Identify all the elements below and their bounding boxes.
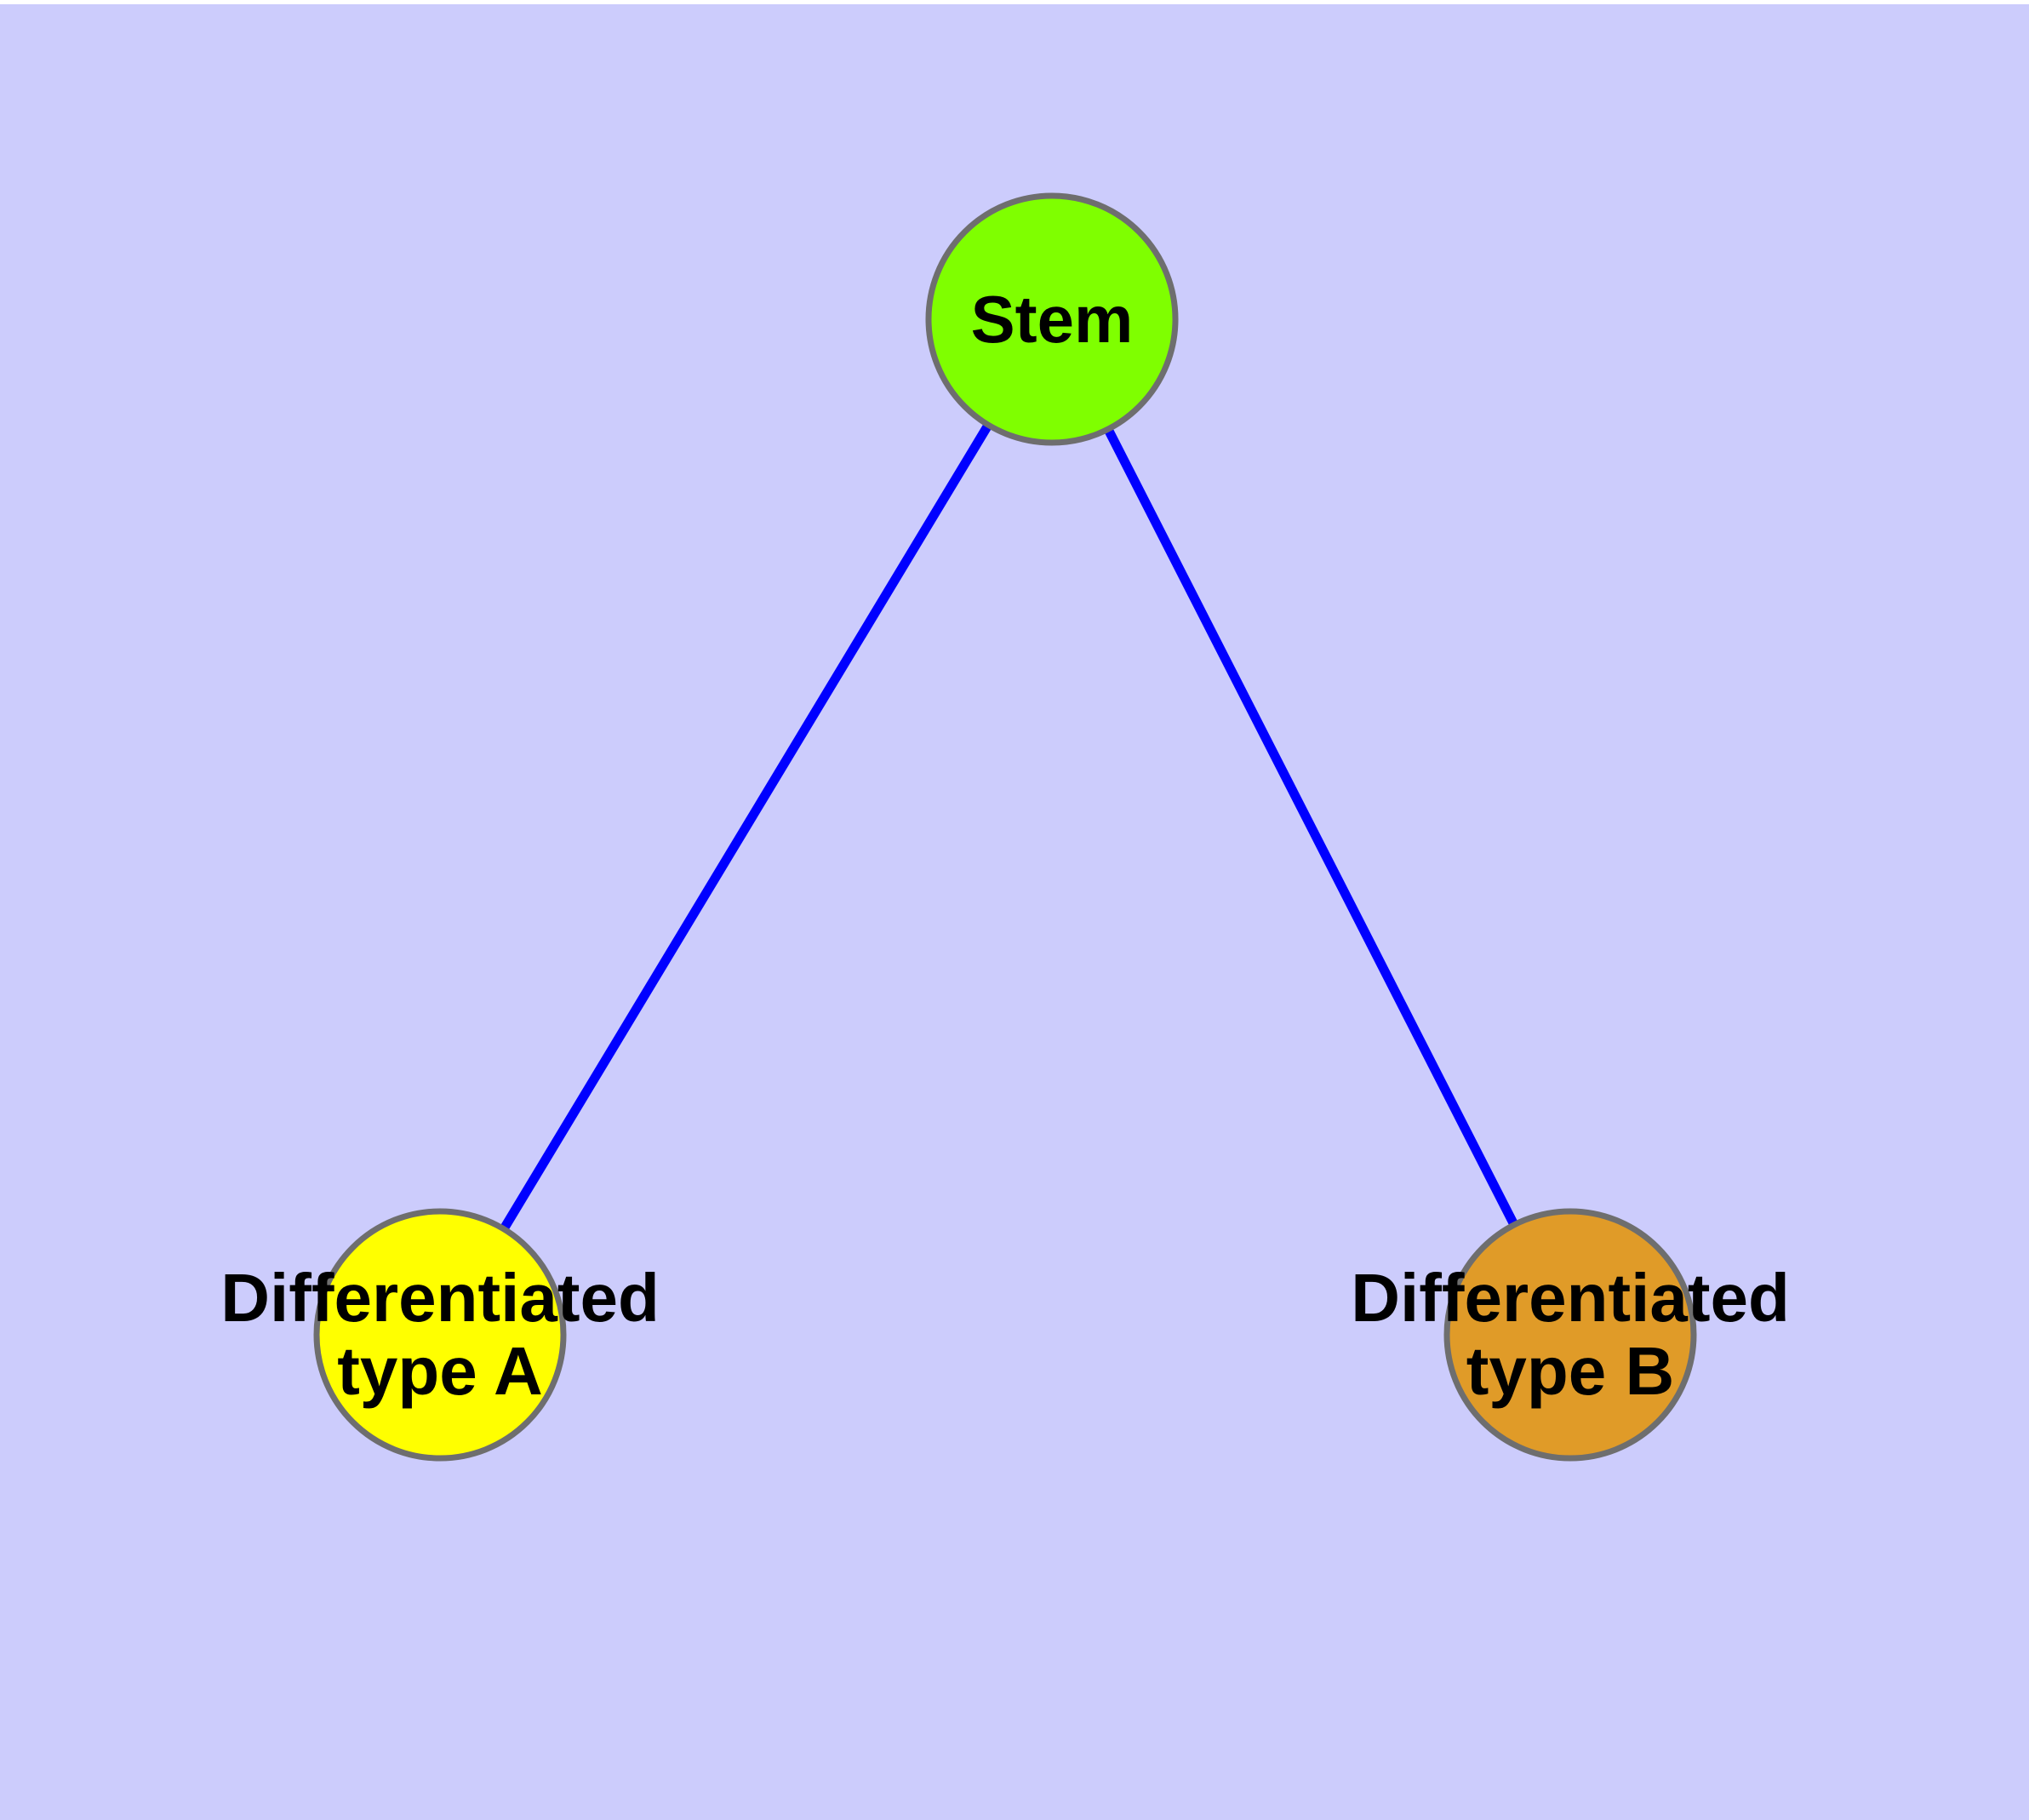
graph-node-diff_a[interactable] <box>313 1208 567 1462</box>
graph-edge <box>436 317 1056 1337</box>
graph-node-diff_b[interactable] <box>1443 1208 1697 1462</box>
edge-layer <box>436 317 1575 1337</box>
graph-edge <box>1048 317 1575 1337</box>
graph-node-stem[interactable] <box>925 192 1179 446</box>
node-layer <box>313 192 1697 1462</box>
